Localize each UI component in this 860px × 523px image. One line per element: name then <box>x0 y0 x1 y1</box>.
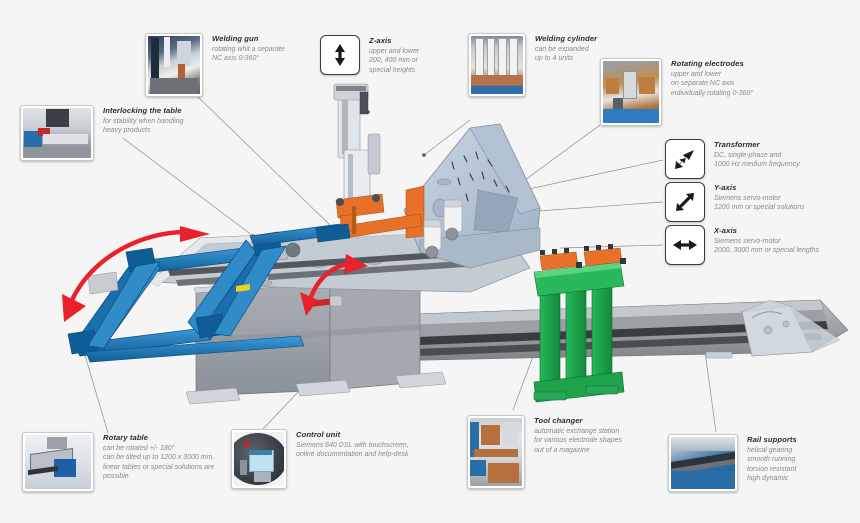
callout-transformer: Transformer DC, single-phase and 1000 Hz… <box>665 139 800 179</box>
callout-x-axis: X-axis Siemens servo-motor 2000, 3000 mm… <box>665 225 819 265</box>
callout-desc: automatic exchange station for various e… <box>534 428 622 454</box>
callout-title: Rail supports <box>747 435 797 444</box>
rail-supports-photo <box>668 434 738 492</box>
welding-gun-photo <box>145 33 203 97</box>
callout-desc: Siemens servo-motor 1200 mm or special s… <box>714 195 805 212</box>
callout-welding-cylinder: Welding cylinder can be expanded up to 4… <box>468 33 597 97</box>
callout-tool-changer: Tool changer automatic exchange station … <box>467 415 622 489</box>
callout-title: Rotary table <box>103 433 149 442</box>
callout-desc: helical gearing smooth running torsion r… <box>747 447 797 483</box>
tool-changer-photo <box>467 415 525 489</box>
rotary-table-photo <box>22 432 94 492</box>
callout-desc: can be rotated +/- 180° can be tilted up… <box>103 445 215 481</box>
callout-control-unit: Control unit Siemens 840 DSL with touchs… <box>231 429 409 489</box>
callout-desc: upper and lower on separate NC axis indi… <box>671 71 754 97</box>
callout-title: Y-axis <box>714 183 737 192</box>
arrow-up-down-icon <box>320 35 360 75</box>
callout-desc: can be expanded up to 4 units <box>535 46 589 63</box>
callout-title: Tool changer <box>534 416 583 425</box>
rotating-electrodes-photo <box>600 58 662 126</box>
callout-desc: DC, single-phase and 1000 Hz medium freq… <box>714 152 800 169</box>
arrow-diagonal-icon <box>665 182 705 222</box>
callout-desc: Siemens 840 DSL with touchscreen, online… <box>296 442 409 459</box>
callout-title: Control unit <box>296 430 341 439</box>
callout-title: Rotating electrodes <box>671 59 744 68</box>
callout-y-axis: Y-axis Siemens servo-motor 1200 mm or sp… <box>665 182 805 222</box>
lightning-arrow-icon <box>665 139 705 179</box>
callout-desc: Siemens servo-motor 2000, 3000 mm or spe… <box>714 238 820 255</box>
callout-title: Z-axis <box>369 36 392 45</box>
callout-title: Interlocking the table <box>103 106 182 115</box>
callout-desc: upper and lower 200, 400 mm or special h… <box>369 48 420 74</box>
callout-welding-gun: Welding gun rotating whit a separate NC … <box>145 33 285 97</box>
callout-rail-supports: Rail supports helical gearing smooth run… <box>668 434 797 492</box>
callout-interlocking-the-table: Interlocking the table for stability whe… <box>20 105 184 161</box>
callout-rotating-electrodes: Rotating electrodes upper and lower on s… <box>600 58 753 126</box>
callout-desc: rotating whit a separate NC axis 0-360° <box>212 46 285 63</box>
callout-rotary-table: Rotary table can be rotated +/- 180° can… <box>22 432 214 492</box>
callout-z-axis: Z-axis upper and lower 200, 400 mm or sp… <box>320 35 419 75</box>
callout-title: Transformer <box>714 140 760 149</box>
callout-title: Welding cylinder <box>535 34 598 43</box>
callout-desc: for stability when handling heavy produc… <box>103 118 184 135</box>
arrow-left-right-icon <box>665 225 705 265</box>
control-unit-photo <box>231 429 287 489</box>
callout-title: Welding gun <box>212 34 259 43</box>
callout-title: X-axis <box>714 226 737 235</box>
interlocking-table-photo <box>20 105 94 161</box>
welding-cylinder-photo <box>468 33 526 97</box>
